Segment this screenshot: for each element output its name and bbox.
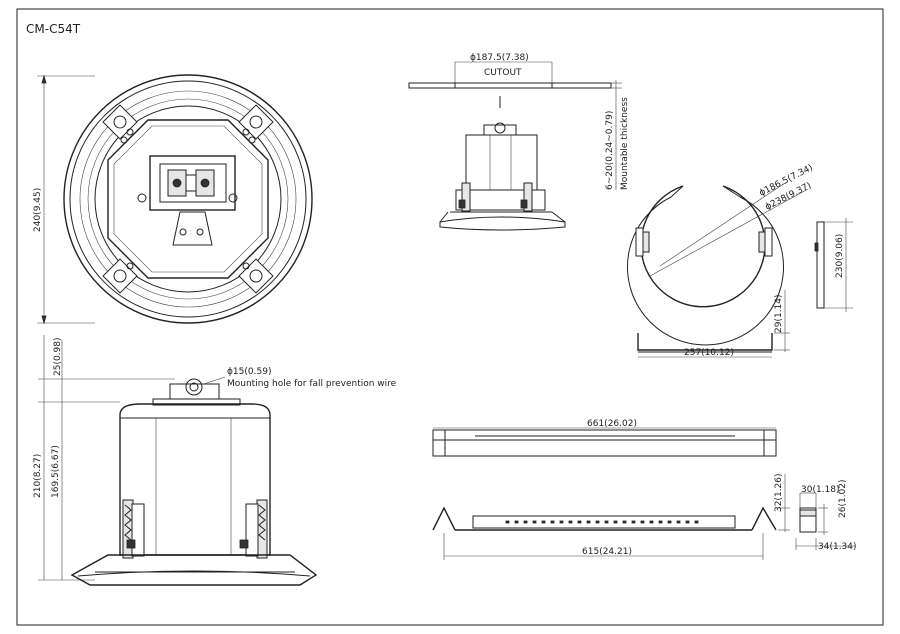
dim-rail-height: 32(1.26) [774, 473, 784, 512]
top-view: 240(9.45) [33, 74, 313, 325]
hole-label: Mounting hole for fall prevention wire [227, 379, 397, 389]
speaker-side-small [439, 122, 566, 231]
rail-view: 661(26.02) 615(24.21) [432, 419, 857, 560]
rail-slots [505, 520, 699, 524]
tap-selector [172, 211, 213, 246]
dim-body-height: 169.5(6.67) [51, 445, 61, 498]
clamp-left [122, 499, 145, 559]
model-title: CM-C54T [26, 22, 81, 36]
corner-tab-tr [238, 104, 274, 140]
thickness-label: Mountable thickness [620, 97, 630, 190]
corner-tab-br [238, 258, 274, 294]
cutout-view: ϕ187.5(7.38) CUTOUT 6~20(0.24~0.79) Moun… [408, 53, 630, 231]
dim-bracket-width: 257(10.12) [684, 348, 734, 358]
dim-clip-height: 26(1.02) [838, 479, 848, 518]
dim-clip-depth: 34(1.34) [818, 542, 857, 552]
dim-bracket-height: 29(1.14) [774, 294, 784, 333]
dim-clip-width: 30(1.18) [801, 485, 840, 495]
cutout-label: CUTOUT [484, 68, 522, 78]
dim-cutout-diameter: ϕ187.5(7.38) [470, 53, 529, 63]
dim-top-offset: 25(0.98) [53, 337, 63, 376]
corner-tab-tl [102, 104, 138, 140]
corner-tab-bl [102, 258, 138, 294]
bracket-view: ϕ186.5(7.34) ϕ238(9.37) 230(9.06) 29(1.1… [627, 163, 853, 358]
side-view: 25(0.98) 210(8.27) 169.5(6.67) ϕ15(0.59)… [33, 335, 397, 586]
terminal-block [149, 155, 236, 211]
sheet-border [16, 8, 884, 626]
dim-rail-inner: 615(24.21) [582, 547, 632, 557]
dim-bracket-side: 230(9.06) [835, 234, 845, 278]
hole-diameter: ϕ15(0.59) [227, 367, 271, 377]
clamp-right [239, 499, 268, 559]
dim-height-top-view: 240(9.45) [33, 188, 43, 232]
dim-total-height: 210(8.27) [33, 454, 43, 498]
dim-thickness: 6~20(0.24~0.79) [605, 111, 615, 190]
dim-rail-length: 661(26.02) [587, 419, 637, 429]
